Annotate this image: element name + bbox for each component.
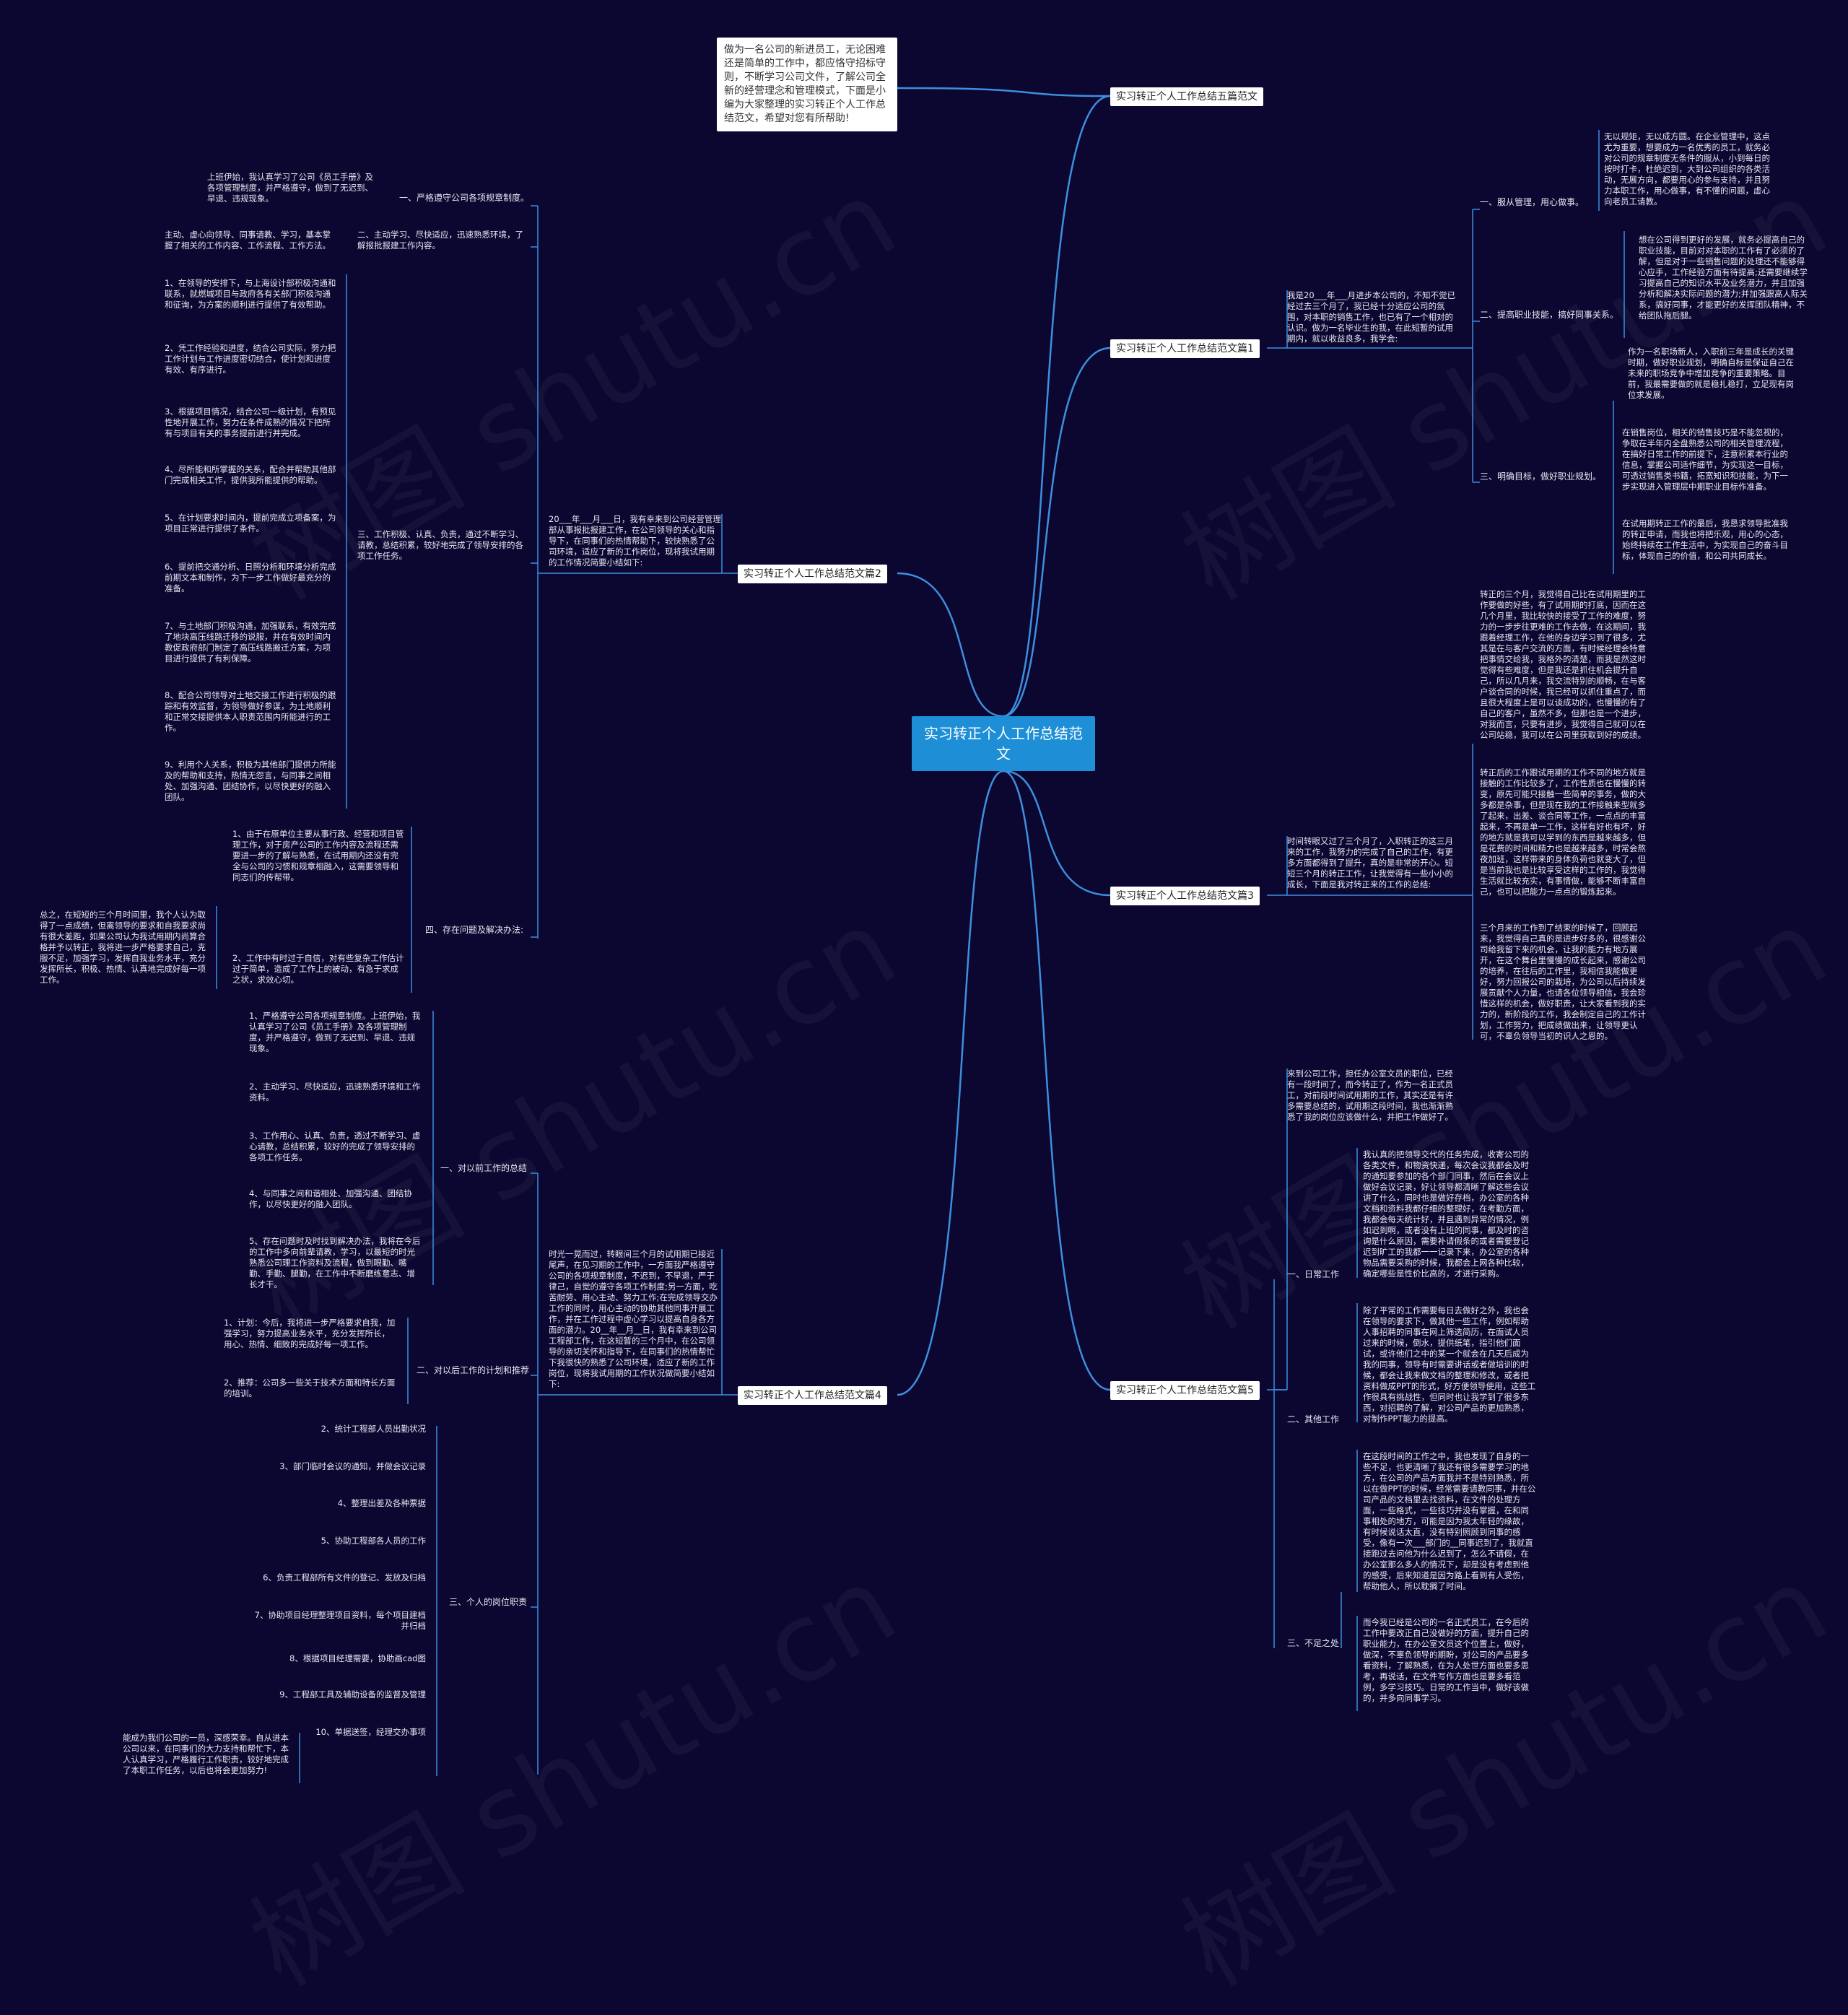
p1-heading-1[interactable]: 一、服从管理，用心做事。: [1480, 197, 1585, 207]
p5-heading-3[interactable]: 三、不足之处: [1287, 1638, 1340, 1648]
p5-text-3b: 而今我已经是公司的一名正式员工，在今后的工作中要改正自己没做好的方面，提升自己的…: [1363, 1617, 1529, 1703]
p5-text-1: 我认真的把领导交代的任务完成，收寄公司的各类文件，和物资快递，每次会议我都会及时…: [1363, 1149, 1529, 1279]
p4-duty-item: 9、工程部工具及辅助设备的监督及管理: [279, 1689, 426, 1700]
p5-heading-2[interactable]: 二、其他工作: [1287, 1414, 1340, 1424]
branch-overview[interactable]: 实习转正个人工作总结五篇范文: [1110, 87, 1263, 106]
p2-list-item: 8、配合公司领导对土地交接工作进行积极的跟踪和有效监督，为领导做好参谋，为土地顺…: [165, 690, 336, 733]
p5-heading-1[interactable]: 一、日常工作: [1287, 1269, 1340, 1279]
p1-text-2a: 想在公司得到更好的发展，就务必提高自己的职业技能，目前对对本职的工作有了必须的了…: [1639, 235, 1808, 321]
p2-heading-4[interactable]: 四、存在问题及解决办法:: [425, 925, 524, 935]
p4-heading-1[interactable]: 一、对以前工作的总结: [440, 1163, 528, 1173]
p4-heading-2[interactable]: 二、对以后工作的计划和推荐: [417, 1365, 530, 1375]
p4-duty-item: 8、根据项目经理需要，协助画cad图: [289, 1653, 426, 1663]
p2-list-item: 2、凭工作经验和进度，结合公司实际，努力把工作计划与工作进度密切结合，使计划和进…: [165, 343, 336, 375]
connector-root-part3: [1003, 770, 1111, 897]
p3-text-3: 三个月来的工作到了结束的时候了，回顾起来，我觉得自己真的是进步好多的，很感谢公司…: [1480, 923, 1646, 1041]
p4-list-item-2: 1、计划：今后，我将进一步严格要求自我，加强学习，努力提高业务水平，充分发挥所长…: [224, 1318, 396, 1349]
mindmap-connectors: [216, 87, 1625, 1783]
p2-heading-1[interactable]: 一、严格遵守公司各项规章制度。: [399, 193, 530, 203]
p2-list-item: 3、根据项目情况，结合公司一级计划，有预见性地开展工作，努力在条件成熟的情况下把…: [165, 406, 336, 438]
branch-part3[interactable]: 实习转正个人工作总结范文篇3: [1110, 887, 1260, 905]
p1-heading-2[interactable]: 二、提高职业技能，搞好同事关系。: [1480, 310, 1619, 320]
p2-text-4b: 2、工作中有时过于自信，对有些复杂工作估计过于简单，造成了工作上的被动，有急于求…: [232, 953, 404, 985]
p4-duty-item: 5、协助工程部各人员的工作: [321, 1536, 426, 1546]
branch-part2[interactable]: 实习转正个人工作总结范文篇2: [738, 565, 887, 583]
p2-list-item: 7、与土地部门积极沟通，加强联系，有效完成了地块高压线路迁移的说服，并在有效时间…: [165, 621, 336, 663]
p4-heading-3[interactable]: 三、个人的岗位职责: [449, 1597, 528, 1607]
p5-text-2: 除了平常的工作需要每日去做好之外，我也会在领导的要求下，做其他一些工作，例如帮助…: [1363, 1305, 1536, 1424]
p4-duty-item: 7、协助项目经理整理项目资料，每个项目建档并归档: [254, 1610, 426, 1631]
p4-duty-item: 3、部门临时会议的通知，并做会议记录: [279, 1461, 426, 1471]
p4-duty-item: 4、整理出差及各种票据: [337, 1498, 426, 1508]
p2-list-item: 4、尽所能和所掌握的关系，配合并帮助其他部门完成相关工作，提供我所能提供的帮助。: [165, 464, 336, 485]
p5-summary: 来到公司工作，担任办公室文员的职位，已经有一段时间了，而今转正了，作为一名正式员…: [1287, 1069, 1453, 1122]
p1-text-2b: 作为一名职场新人，入职前三年是成长的关键时期，做好职业规划，明确自标是保证自己在…: [1628, 347, 1794, 400]
connector-root-overview: [1003, 95, 1111, 718]
p4-duty-item: 6、负责工程部所有文件的登记、发放及归档: [263, 1572, 426, 1583]
branch-part4[interactable]: 实习转正个人工作总结范文篇4: [738, 1386, 887, 1405]
p4-list-item-1: 2、主动学习、尽快适应，迅速熟悉环境和工作资料。: [249, 1082, 421, 1102]
p2-text-4a: 1、由于在原单位主要从事行政、经营和项目管理工作，对于房产公司的工作内容及流程还…: [232, 829, 404, 882]
p4-duty-item: 2、统计工程部人员出勤状况: [321, 1424, 426, 1434]
p3-text-1: 转正的三个月，我觉得自己比在试用期里的工作要做的好些，有了试用期的打底，因而在这…: [1480, 589, 1646, 740]
p2-list-item: 6、提前把交通分析、日照分析和环境分析完成前期文本和制作，为下一步工作做好最充分…: [165, 562, 336, 593]
p2-list-item: 5、在计划要求时间内，提前完成立项备案，为项目正常进行提供了条件。: [165, 513, 336, 534]
p2-list-item: 1、在领导的安排下，与上海设计部积极沟通和联系，就燃城项目与政府各有关部门积极沟…: [165, 278, 336, 310]
p4-list-item-1: 5、存在问题时及时找到解决办法，我将在今后的工作中多向前辈请教，学习，以最短的时…: [249, 1236, 421, 1289]
p4-list-item-1: 3、工作用心、认真、负责，透过不断学习、虚心请教，总结积累，较好的完成了领导安排…: [249, 1131, 421, 1162]
p4-list-item-1: 4、与同事之间和谐相处、加强沟通、团结协作，以尽快更好的融入团队。: [249, 1188, 412, 1209]
p1-text-3b: 在试用期转正工作的最后，我恳求领导批准我的转正申请，而我也将把乐观，用心的心态，…: [1622, 518, 1788, 561]
connector-overview-intro: [897, 87, 1111, 97]
p4-text-10: 能成为我们公司的一员，深感荣幸。自从进本公司以来，在同事们的大力支持和帮忙下，本…: [123, 1733, 289, 1775]
p2-heading-3[interactable]: 三、工作积极、认真、负责，通过不断学习、请教，总结积累，较好地完成了领导安排的各…: [357, 529, 523, 561]
p2-text-2: 主动、虚心向领导、同事请教、学习，基本掌握了相关的工作内容、工作流程、工作方法。: [165, 230, 331, 251]
p1-heading-3[interactable]: 三、明确目标，做好职业规划。: [1480, 471, 1602, 482]
p1-text-1: 无以规矩，无以成方圆。在企业管理中，这点尤为重要，想要成为一名优秀的员工，就务必…: [1604, 131, 1770, 206]
connector-root-part5: [1003, 770, 1111, 1391]
p5-text-3a: 在这段时间的工作之中，我也发现了自身的一些不足，也更清晰了我还有很多需要学习的地…: [1363, 1451, 1536, 1591]
p4-summary: 时光一晃而过，转眼间三个月的试用期已接近尾声，在见习期的工作中，一方面我严格遵守…: [549, 1249, 718, 1389]
p3-text-2: 转正后的工作跟试用期的工作不同的地方就是接触的工作比较多了，工作性质也在慢慢的转…: [1480, 767, 1646, 897]
p2-text-1: 上班伊始，我认真学习了公司《员工手册》及各项管理制度，并严格遵守，做到了无迟到、…: [207, 172, 373, 204]
p2-heading-2[interactable]: 二、主动学习、尽快适应，迅速熟悉环境，了解报批报建工作内容。: [357, 230, 523, 251]
connector-root-part2: [897, 572, 1004, 718]
branch-part1[interactable]: 实习转正个人工作总结范文篇1: [1110, 339, 1260, 358]
p4-duty-item: 10、单据送签，经理交办事项: [315, 1727, 426, 1737]
p3-summary: 时间转眼又过了三个月了，入职转正的这三月来的工作，我努力的完成了自己的工作，有更…: [1287, 836, 1453, 889]
p1-summary: 我是20___年___月进步本公司的，不知不觉已经过去三个月了，我已经十分适应公…: [1287, 290, 1456, 344]
p2-list-item: 9、利用个人关系，积极为其他部门提供力所能及的帮助和支持，热情无怨言，与同事之间…: [165, 760, 336, 802]
intro-note: 做为一名公司的新进员工，无论困难还是简单的工作中，都应恪守招标守则，不断学习公司…: [717, 38, 897, 131]
p2-text-4c: 总之，在短短的三个月时间里，我个人认为取得了一点成绩，但离领导的要求和自我要求尚…: [40, 910, 206, 985]
root-topic[interactable]: 实习转正个人工作总结范文: [912, 716, 1095, 771]
p1-text-3a: 在销售岗位，相关的销售技巧是不能忽视的，争取在半年内全盘熟悉公司的相关管理流程，…: [1622, 427, 1788, 492]
p4-list-item-1: 1、严格遵守公司各项规章制度。上班伊始，我认真学习了公司《员工手册》及各项管理制…: [249, 1011, 421, 1053]
p4-list-item-2: 2、推荐：公司多一些关于技术方面和特长方面的培训。: [224, 1378, 396, 1398]
branch-part5[interactable]: 实习转正个人工作总结范文篇5: [1110, 1381, 1260, 1400]
p2-summary: 20___年___月___日，我有幸来到公司经营管理部从事报批报建工作，在公司领…: [549, 514, 721, 567]
connector-root-part4: [897, 770, 1004, 1396]
connector-root-part1: [1003, 347, 1111, 718]
